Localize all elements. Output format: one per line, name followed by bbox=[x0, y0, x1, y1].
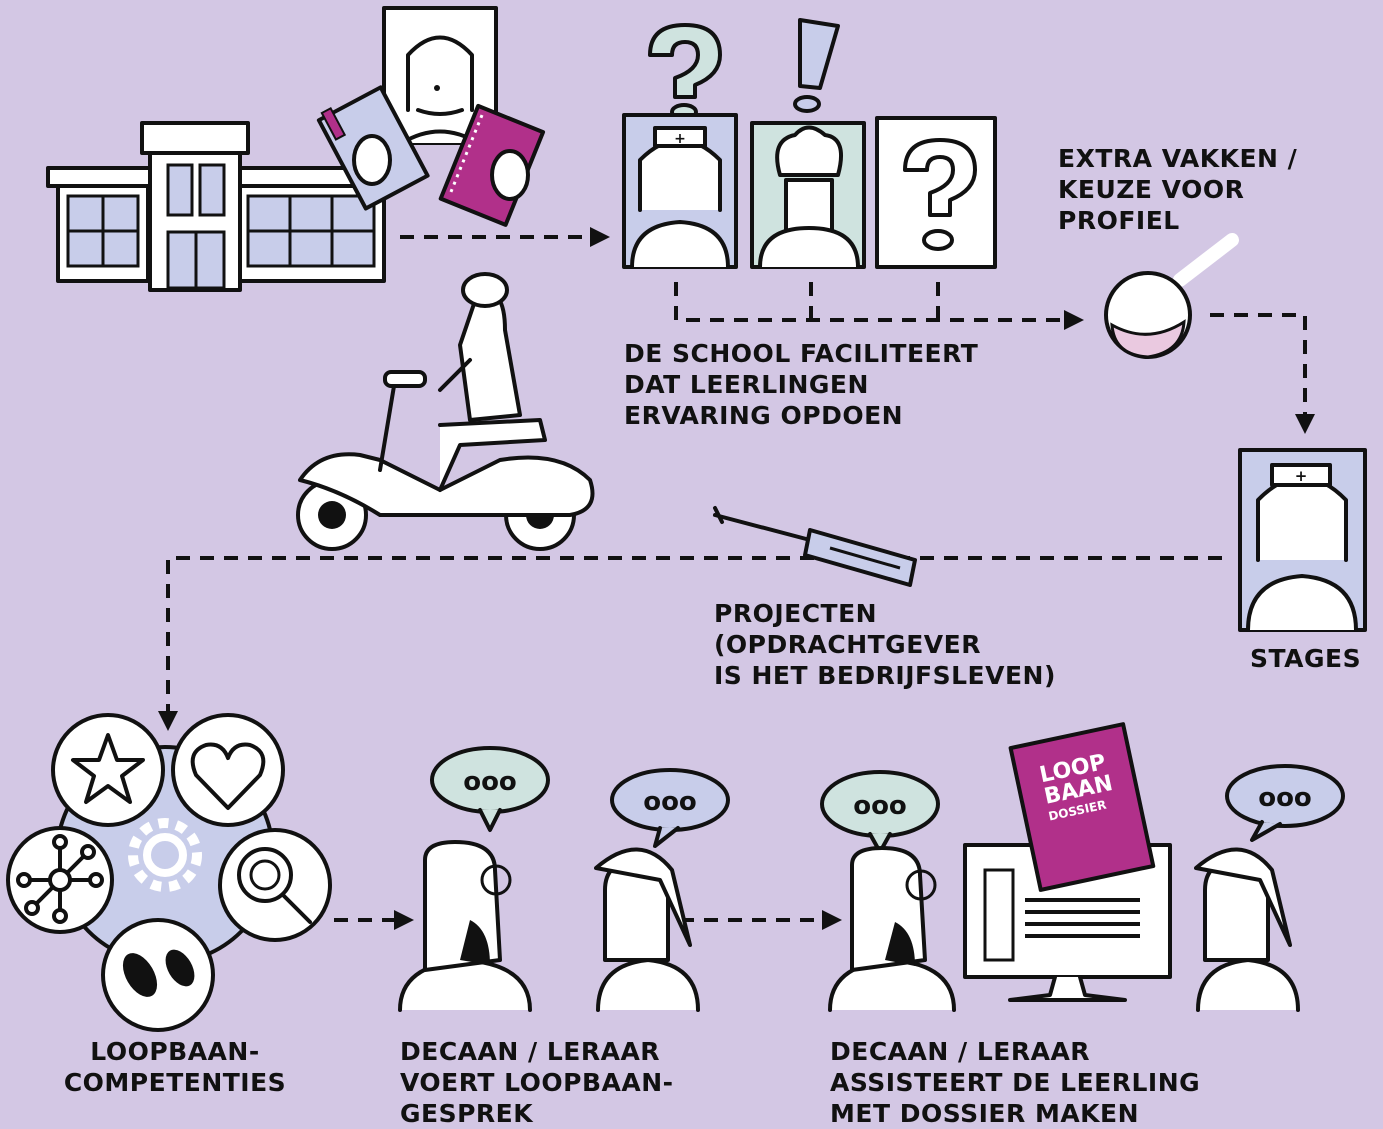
label-projecten: PROJECTEN (OPDRACHTGEVER IS HET BEDRIJFS… bbox=[714, 598, 1056, 691]
arrow-flask-to-stages bbox=[1210, 315, 1305, 428]
label-line: MET DOSSIER MAKEN bbox=[830, 1098, 1200, 1129]
scooter-rider-icon bbox=[298, 274, 593, 549]
label-line: DAT LEERLINGEN bbox=[624, 369, 978, 400]
bubble-text-1: ooo bbox=[463, 767, 517, 797]
label-line: GESPREK bbox=[400, 1098, 674, 1129]
label-line: STAGES bbox=[1250, 643, 1361, 674]
label-loopbaan-competenties: LOOPBAAN- COMPETENTIES bbox=[55, 1036, 295, 1098]
star-icon bbox=[53, 715, 163, 825]
bearded-teacher-icon bbox=[830, 848, 954, 1010]
label-decaan-dossier: DECAAN / LERAAR ASSISTEERT DE LEERLING M… bbox=[830, 1036, 1200, 1129]
label-line: VOERT LOOPBAAN- bbox=[400, 1067, 674, 1098]
label-line: COMPETENTIES bbox=[55, 1067, 295, 1098]
label-stages: STAGES bbox=[1250, 643, 1361, 674]
label-line: DECAAN / LERAAR bbox=[830, 1036, 1200, 1067]
capped-student-icon bbox=[596, 849, 698, 1010]
exclamation-mark-icon bbox=[795, 20, 838, 111]
heart-icon bbox=[173, 715, 283, 825]
svg-text:+: + bbox=[1295, 467, 1308, 485]
label-line: EXTRA VAKKEN / bbox=[1058, 143, 1297, 174]
speech-bubble-icon: ooo ooo ooo ooo bbox=[432, 748, 1343, 852]
bubble-text-4: ooo bbox=[1258, 783, 1312, 813]
network-icon bbox=[8, 828, 112, 932]
label-line: PROFIEL bbox=[1058, 205, 1297, 236]
bearded-teacher-icon bbox=[400, 842, 530, 1010]
label-line: ERVARING OPDOEN bbox=[624, 400, 978, 431]
flask-icon bbox=[1106, 240, 1232, 357]
label-line: PROJECTEN bbox=[714, 598, 1056, 629]
arrow-cards-to-flask bbox=[676, 282, 1078, 320]
question-mark-icon bbox=[650, 25, 720, 119]
stage-nurse-card-icon: + bbox=[1240, 450, 1365, 630]
label-line: DE SCHOOL FACILITEERT bbox=[624, 338, 978, 369]
label-line: LOOPBAAN- bbox=[55, 1036, 295, 1067]
bubble-text-2: ooo bbox=[643, 787, 697, 817]
label-school-faciliteert: DE SCHOOL FACILITEERT DAT LEERLINGEN ERV… bbox=[624, 338, 978, 431]
label-extra-vakken: EXTRA VAKKEN / KEUZE VOOR PROFIEL bbox=[1058, 143, 1297, 236]
bubble-text-3: ooo bbox=[853, 791, 907, 821]
screwdriver-icon bbox=[715, 508, 915, 585]
nurse-card-icon: + bbox=[624, 115, 736, 267]
competencies-cluster bbox=[8, 715, 330, 1030]
magnifier-icon bbox=[220, 830, 330, 940]
label-line: DECAAN / LERAAR bbox=[400, 1036, 674, 1067]
footprints-icon bbox=[103, 920, 213, 1030]
label-line: IS HET BEDRIJFSLEVEN) bbox=[714, 660, 1056, 691]
svg-text:+: + bbox=[674, 131, 686, 147]
arrow-stages-to-competencies bbox=[168, 558, 1222, 725]
label-line: (OPDRACHTGEVER bbox=[714, 629, 1056, 660]
label-decaan-gesprek: DECAAN / LERAAR VOERT LOOPBAAN- GESPREK bbox=[400, 1036, 674, 1129]
chef-card-icon bbox=[752, 123, 864, 267]
label-line: ASSISTEERT DE LEERLING bbox=[830, 1067, 1200, 1098]
label-line: KEUZE VOOR bbox=[1058, 174, 1297, 205]
question-card-icon bbox=[877, 118, 995, 267]
capped-student-icon bbox=[1196, 849, 1298, 1010]
